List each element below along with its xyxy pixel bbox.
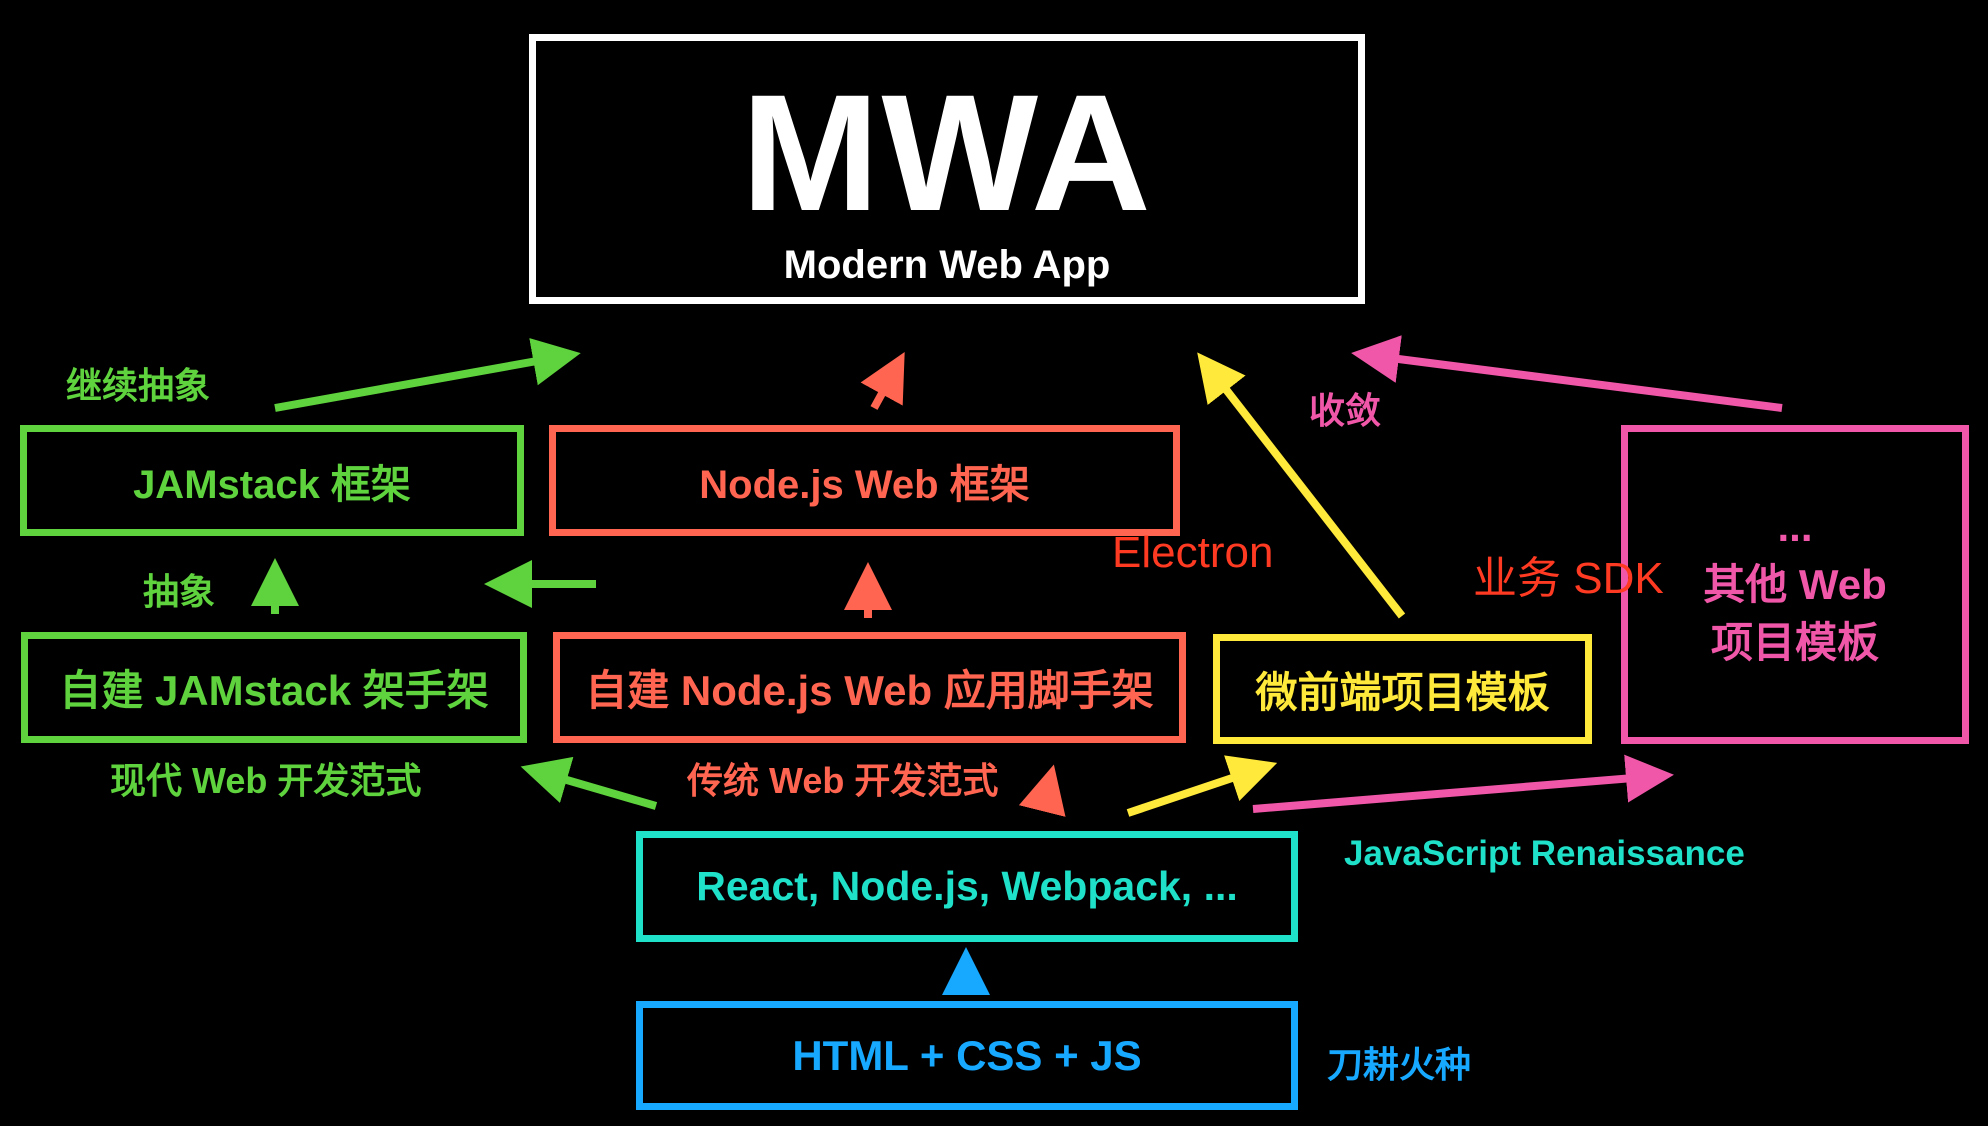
react-node-webpack-box: React, Node.js, Webpack, ... (636, 831, 1298, 942)
arrow-react-to-self-jam (520, 756, 658, 810)
arrow-react-to-self-node (1018, 764, 1066, 817)
slash-and-burn-label: 刀耕火种 (1327, 1044, 1472, 1085)
node-web-framework-box: Node.js Web 框架 (549, 425, 1180, 536)
react-node-webpack-label: React, Node.js, Webpack, ... (696, 863, 1238, 909)
arrow-react-to-micro (1126, 755, 1278, 817)
electron-label: Electron (1112, 528, 1274, 577)
traditional-paradigm-label: 传统 Web 开发范式 (687, 760, 999, 801)
other-web-template-ellipsis: ... (1777, 502, 1813, 550)
html-css-js-label: HTML + CSS + JS (792, 1031, 1142, 1079)
mwa-box: MWA Modern Web App (529, 34, 1365, 304)
jamstack-framework-box: JAMstack 框架 (20, 425, 524, 536)
arrow-other-to-mwa (1351, 335, 1783, 412)
abstract-label: 抽象 (143, 571, 216, 612)
arrow-jamstack-to-mwa (274, 338, 581, 412)
modern-paradigm-label: 现代 Web 开发范式 (110, 760, 422, 801)
node-web-framework-label: Node.js Web 框架 (699, 462, 1030, 507)
micro-frontend-template-box: 微前端项目模板 (1213, 634, 1592, 744)
arrow-node-web-to-mwa (860, 351, 905, 410)
javascript-renaissance-label: JavaScript Renaissance (1344, 834, 1745, 873)
self-jamstack-scaffold-label: 自建 JAMstack 架手架 (59, 667, 489, 714)
self-jamstack-scaffold-box: 自建 JAMstack 架手架 (21, 632, 527, 743)
arrow-micro-to-mwa (1197, 352, 1406, 619)
other-web-template-line: 其他 Web (1703, 560, 1887, 608)
jamstack-framework-label: JAMstack 框架 (133, 462, 411, 507)
continue-abstract-label: 继续抽象 (66, 365, 211, 406)
business-sdk-label: 业务 SDK (1473, 554, 1664, 603)
converge-label: 收敛 (1309, 390, 1382, 431)
micro-frontend-template-label: 微前端项目模板 (1255, 668, 1550, 716)
other-web-template-line: 项目模板 (1710, 618, 1879, 666)
self-node-scaffold-box: 自建 Node.js Web 应用脚手架 (553, 632, 1186, 743)
html-css-js-box: HTML + CSS + JS (636, 1001, 1298, 1110)
mwa-title: MWA (741, 61, 1153, 246)
other-web-template-box: ... 其他 Web 项目模板 (1621, 425, 1969, 744)
arrow-react-to-other (1252, 754, 1674, 813)
mwa-subtitle: Modern Web App (783, 243, 1111, 287)
self-node-scaffold-label: 自建 Node.js Web 应用脚手架 (585, 667, 1154, 714)
